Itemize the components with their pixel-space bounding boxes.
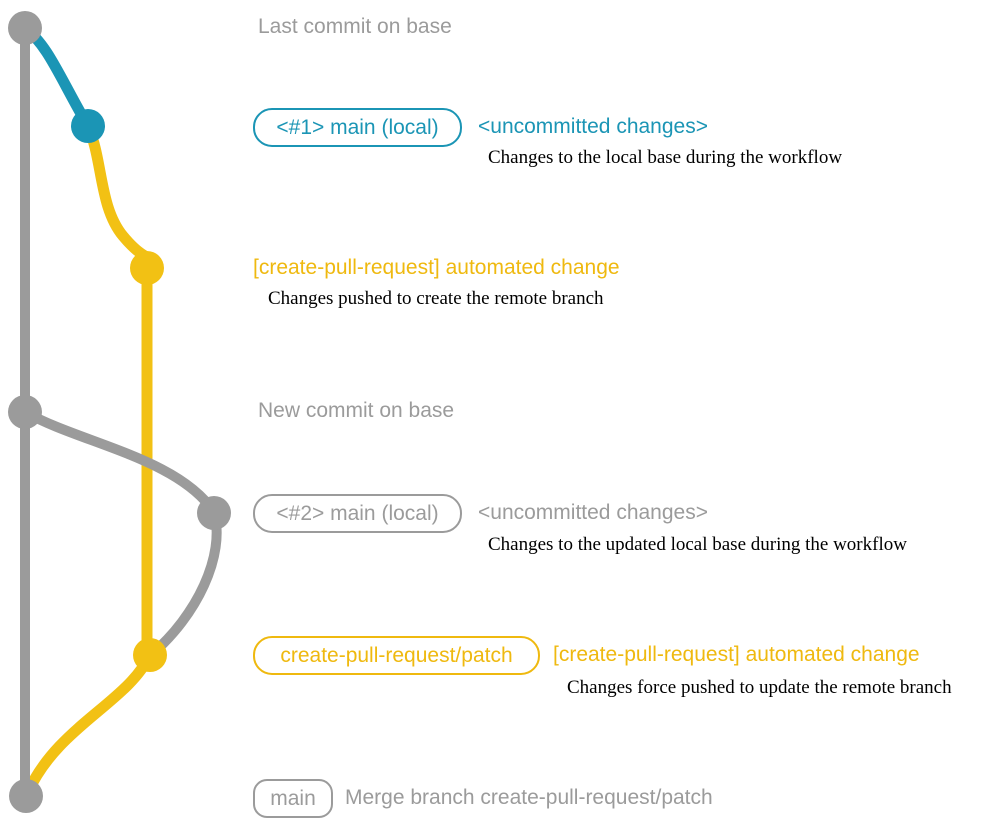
node-patch-branch [133,638,167,672]
label-automated-change-2: [create-pull-request] automated change [553,643,920,666]
desc-force-push: Changes force pushed to update the remot… [567,677,952,698]
desc-local-changes-2: Changes to the updated local base during… [488,534,907,555]
node-last-commit-base [8,11,42,45]
updated-base-edge [20,407,219,517]
node-merge-commit [9,779,43,813]
node-new-commit-base [8,395,42,429]
label-automated-change-1: [create-pull-request] automated change [253,256,620,279]
local-changes-edge [19,22,94,132]
desc-push-create: Changes pushed to create the remote bran… [268,288,604,309]
node-automated-change-1 [130,251,164,285]
badge-main-label: main [270,786,316,810]
status-uncommitted-2: <uncommitted changes> [478,501,708,524]
node-main-local-2 [197,496,231,530]
badge-main-local-1: <#1> main (local) [253,108,462,147]
badge-main: main [253,779,333,818]
node-main-local-1 [71,109,105,143]
label-merge-message: Merge branch create-pull-request/patch [345,786,713,809]
merge-edge [22,649,156,798]
badge-main-local-2-label: <#2> main (local) [276,501,439,525]
label-new-commit-on-base: New commit on base [258,399,455,422]
label-last-commit-on-base: Last commit on base [258,15,452,38]
badge-patch-branch: create-pull-request/patch [253,636,540,675]
badge-patch-branch-label: create-pull-request/patch [280,643,513,667]
desc-local-changes-1: Changes to the local base during the wor… [488,147,843,168]
badge-main-local-2: <#2> main (local) [253,494,462,533]
rebase-edge [147,507,222,659]
badge-main-local-1-label: <#1> main (local) [276,115,439,139]
status-uncommitted-1: <uncommitted changes> [478,115,708,138]
create-branch-edge [82,120,153,274]
